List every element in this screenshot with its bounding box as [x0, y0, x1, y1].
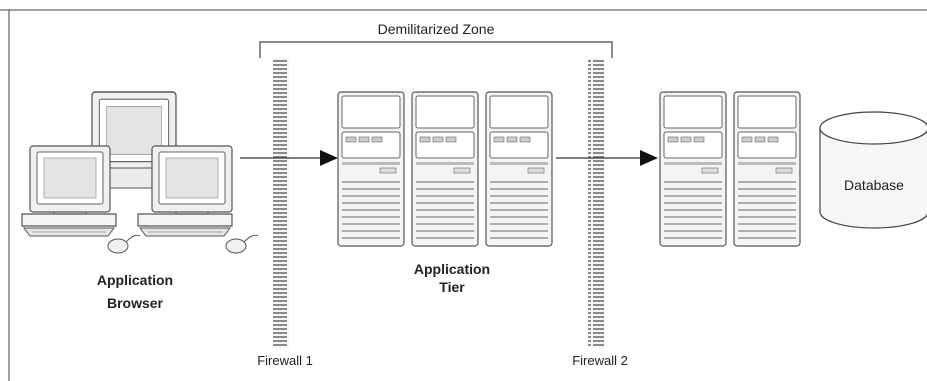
keyboard-left — [21, 213, 117, 237]
monitor-left — [29, 145, 111, 219]
db-server-2 — [733, 91, 801, 247]
app-tier-label-line1: Application — [414, 261, 490, 277]
client-label-line2: Browser — [107, 295, 164, 311]
firewall-1-bar — [273, 58, 289, 348]
app-tier-label-line2: Tier — [439, 279, 465, 295]
client-label-line1: Application — [97, 272, 173, 288]
database-cylinder-icon — [819, 111, 927, 229]
app-server-3 — [485, 91, 553, 247]
firewall-2 — [588, 58, 604, 348]
monitor-right — [151, 145, 233, 219]
database-label: Database — [844, 177, 904, 193]
client-workstations — [21, 91, 259, 254]
arrow-client-to-app — [240, 150, 338, 166]
firewall-2-label: Firewall 2 — [572, 353, 628, 368]
firewall-2-bar — [588, 58, 604, 348]
dmz-bracket — [259, 41, 613, 58]
app-server-2 — [411, 91, 479, 247]
db-server-1 — [659, 91, 727, 247]
dmz-label: Demilitarized Zone — [378, 21, 495, 37]
firewall-1 — [273, 58, 289, 348]
keyboard-right — [137, 213, 233, 237]
mouse-right-icon — [225, 234, 259, 254]
arrow-app-to-db — [556, 150, 658, 166]
app-server-1 — [337, 91, 405, 247]
mouse-left-icon — [107, 234, 141, 254]
firewall-1-label: Firewall 1 — [257, 353, 313, 368]
